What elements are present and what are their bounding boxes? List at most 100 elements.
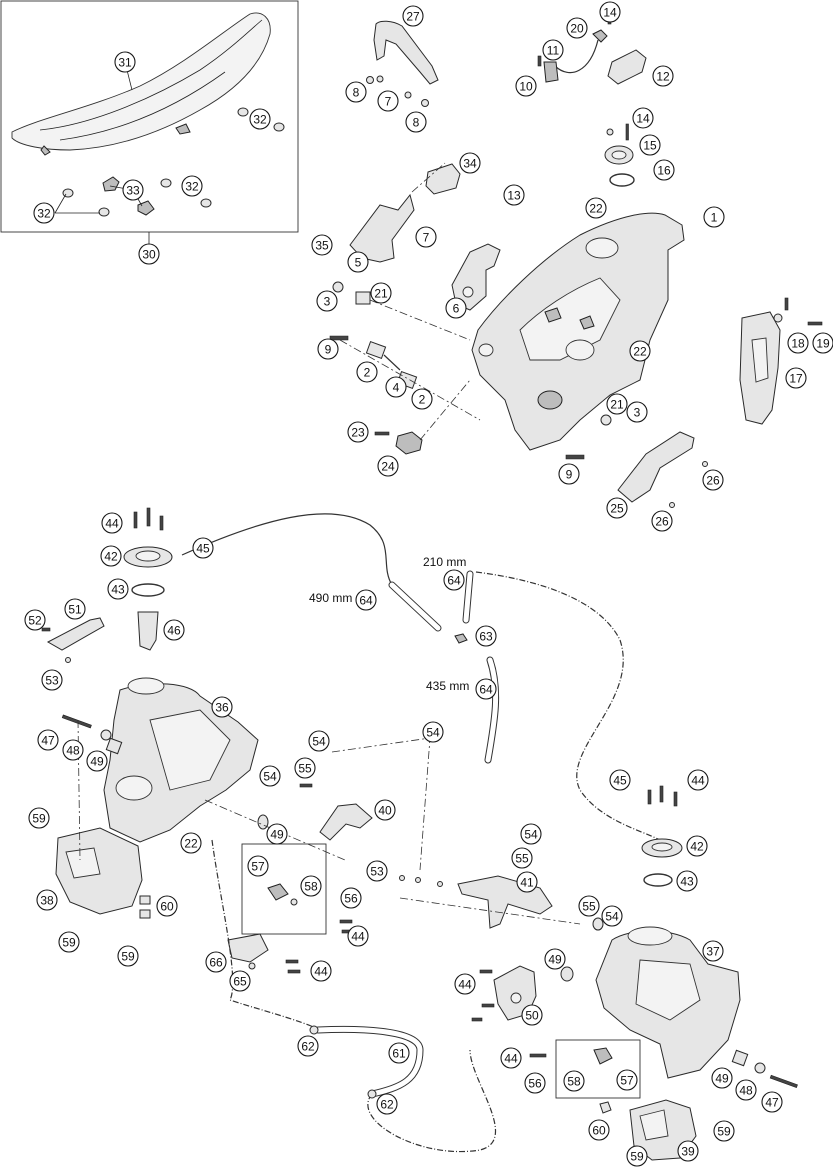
callout-66[interactable]: 66 bbox=[205, 951, 227, 973]
callout-64a[interactable]: 64 bbox=[355, 589, 377, 611]
callout-34[interactable]: 34 bbox=[459, 152, 481, 174]
callout-37[interactable]: 37 bbox=[702, 940, 724, 962]
callout-55b[interactable]: 55 bbox=[511, 847, 533, 869]
callout-45b[interactable]: 45 bbox=[609, 769, 631, 791]
callout-38[interactable]: 38 bbox=[36, 889, 58, 911]
callout-25[interactable]: 25 bbox=[606, 497, 628, 519]
callout-3b[interactable]: 3 bbox=[626, 401, 648, 423]
callout-65[interactable]: 65 bbox=[229, 970, 251, 992]
callout-13[interactable]: 13 bbox=[503, 184, 525, 206]
callout-55a[interactable]: 55 bbox=[294, 757, 316, 779]
callout-59b[interactable]: 59 bbox=[58, 931, 80, 953]
callout-6[interactable]: 6 bbox=[445, 297, 467, 319]
callout-9b[interactable]: 9 bbox=[558, 463, 580, 485]
callout-44b[interactable]: 44 bbox=[687, 769, 709, 791]
callout-57b[interactable]: 57 bbox=[616, 1069, 638, 1091]
callout-49d[interactable]: 49 bbox=[711, 1067, 733, 1089]
callout-54d[interactable]: 54 bbox=[520, 823, 542, 845]
callout-51[interactable]: 51 bbox=[64, 598, 86, 620]
callout-32b[interactable]: 32 bbox=[181, 175, 203, 197]
callout-53b[interactable]: 53 bbox=[366, 860, 388, 882]
callout-7b[interactable]: 7 bbox=[415, 226, 437, 248]
callout-56b[interactable]: 56 bbox=[524, 1072, 546, 1094]
callout-44a[interactable]: 44 bbox=[101, 512, 123, 534]
callout-22c[interactable]: 22 bbox=[180, 832, 202, 854]
callout-16[interactable]: 16 bbox=[653, 159, 675, 181]
callout-63[interactable]: 63 bbox=[475, 625, 497, 647]
callout-54a[interactable]: 54 bbox=[308, 730, 330, 752]
callout-24[interactable]: 24 bbox=[377, 455, 399, 477]
callout-36[interactable]: 36 bbox=[211, 696, 233, 718]
callout-52[interactable]: 52 bbox=[24, 609, 46, 631]
callout-19[interactable]: 19 bbox=[812, 332, 833, 354]
callout-22b[interactable]: 22 bbox=[629, 340, 651, 362]
callout-30[interactable]: 30 bbox=[138, 243, 160, 265]
callout-21b[interactable]: 21 bbox=[606, 393, 628, 415]
callout-14a[interactable]: 14 bbox=[599, 1, 621, 23]
callout-46[interactable]: 46 bbox=[163, 619, 185, 641]
callout-31[interactable]: 31 bbox=[114, 51, 136, 73]
callout-47b[interactable]: 47 bbox=[761, 1091, 783, 1113]
callout-42a[interactable]: 42 bbox=[100, 545, 122, 567]
callout-59e[interactable]: 59 bbox=[626, 1145, 648, 1167]
callout-40[interactable]: 40 bbox=[374, 799, 396, 821]
callout-42b[interactable]: 42 bbox=[686, 835, 708, 857]
callout-15[interactable]: 15 bbox=[639, 134, 661, 156]
callout-64c[interactable]: 64 bbox=[475, 678, 497, 700]
callout-45a[interactable]: 45 bbox=[192, 537, 214, 559]
callout-59c[interactable]: 59 bbox=[117, 945, 139, 967]
callout-18[interactable]: 18 bbox=[787, 332, 809, 354]
callout-60b[interactable]: 60 bbox=[588, 1119, 610, 1141]
callout-61[interactable]: 61 bbox=[388, 1042, 410, 1064]
callout-32c[interactable]: 32 bbox=[33, 202, 55, 224]
callout-5[interactable]: 5 bbox=[347, 251, 369, 273]
callout-57a[interactable]: 57 bbox=[247, 855, 269, 877]
callout-44f[interactable]: 44 bbox=[500, 1047, 522, 1069]
callout-20[interactable]: 20 bbox=[566, 17, 588, 39]
callout-64b[interactable]: 64 bbox=[443, 569, 465, 591]
callout-48a[interactable]: 48 bbox=[62, 739, 84, 761]
callout-8b[interactable]: 8 bbox=[405, 111, 427, 133]
callout-62a[interactable]: 62 bbox=[297, 1035, 319, 1057]
callout-44e[interactable]: 44 bbox=[454, 973, 476, 995]
callout-54b[interactable]: 54 bbox=[422, 721, 444, 743]
callout-35[interactable]: 35 bbox=[311, 234, 333, 256]
callout-2b[interactable]: 2 bbox=[411, 388, 433, 410]
callout-7a[interactable]: 7 bbox=[377, 90, 399, 112]
callout-1[interactable]: 1 bbox=[703, 206, 725, 228]
callout-54c[interactable]: 54 bbox=[259, 765, 281, 787]
callout-27[interactable]: 27 bbox=[402, 5, 424, 27]
callout-14b[interactable]: 14 bbox=[632, 107, 654, 129]
callout-23[interactable]: 23 bbox=[347, 421, 369, 443]
callout-32a[interactable]: 32 bbox=[249, 108, 271, 130]
callout-54e[interactable]: 54 bbox=[601, 905, 623, 927]
callout-8a[interactable]: 8 bbox=[345, 81, 367, 103]
callout-59d[interactable]: 59 bbox=[713, 1120, 735, 1142]
callout-4[interactable]: 4 bbox=[385, 376, 407, 398]
callout-10[interactable]: 10 bbox=[515, 75, 537, 97]
callout-2a[interactable]: 2 bbox=[356, 361, 378, 383]
callout-41[interactable]: 41 bbox=[516, 871, 538, 893]
callout-50[interactable]: 50 bbox=[521, 1004, 543, 1026]
callout-59a[interactable]: 59 bbox=[28, 807, 50, 829]
callout-26b[interactable]: 26 bbox=[651, 510, 673, 532]
callout-9a[interactable]: 9 bbox=[317, 338, 339, 360]
callout-17[interactable]: 17 bbox=[785, 367, 807, 389]
callout-58b[interactable]: 58 bbox=[563, 1070, 585, 1092]
callout-26a[interactable]: 26 bbox=[702, 469, 724, 491]
callout-11[interactable]: 11 bbox=[542, 39, 564, 61]
callout-56a[interactable]: 56 bbox=[340, 887, 362, 909]
callout-49c[interactable]: 49 bbox=[544, 948, 566, 970]
callout-44c[interactable]: 44 bbox=[347, 925, 369, 947]
callout-62b[interactable]: 62 bbox=[376, 1093, 398, 1115]
callout-55c[interactable]: 55 bbox=[578, 895, 600, 917]
callout-12[interactable]: 12 bbox=[652, 65, 674, 87]
callout-21a[interactable]: 21 bbox=[370, 282, 392, 304]
callout-43b[interactable]: 43 bbox=[676, 870, 698, 892]
callout-43a[interactable]: 43 bbox=[107, 578, 129, 600]
callout-47a[interactable]: 47 bbox=[37, 729, 59, 751]
callout-39[interactable]: 39 bbox=[677, 1140, 699, 1162]
callout-3a[interactable]: 3 bbox=[316, 290, 338, 312]
callout-48b[interactable]: 48 bbox=[735, 1079, 757, 1101]
callout-53a[interactable]: 53 bbox=[41, 669, 63, 691]
